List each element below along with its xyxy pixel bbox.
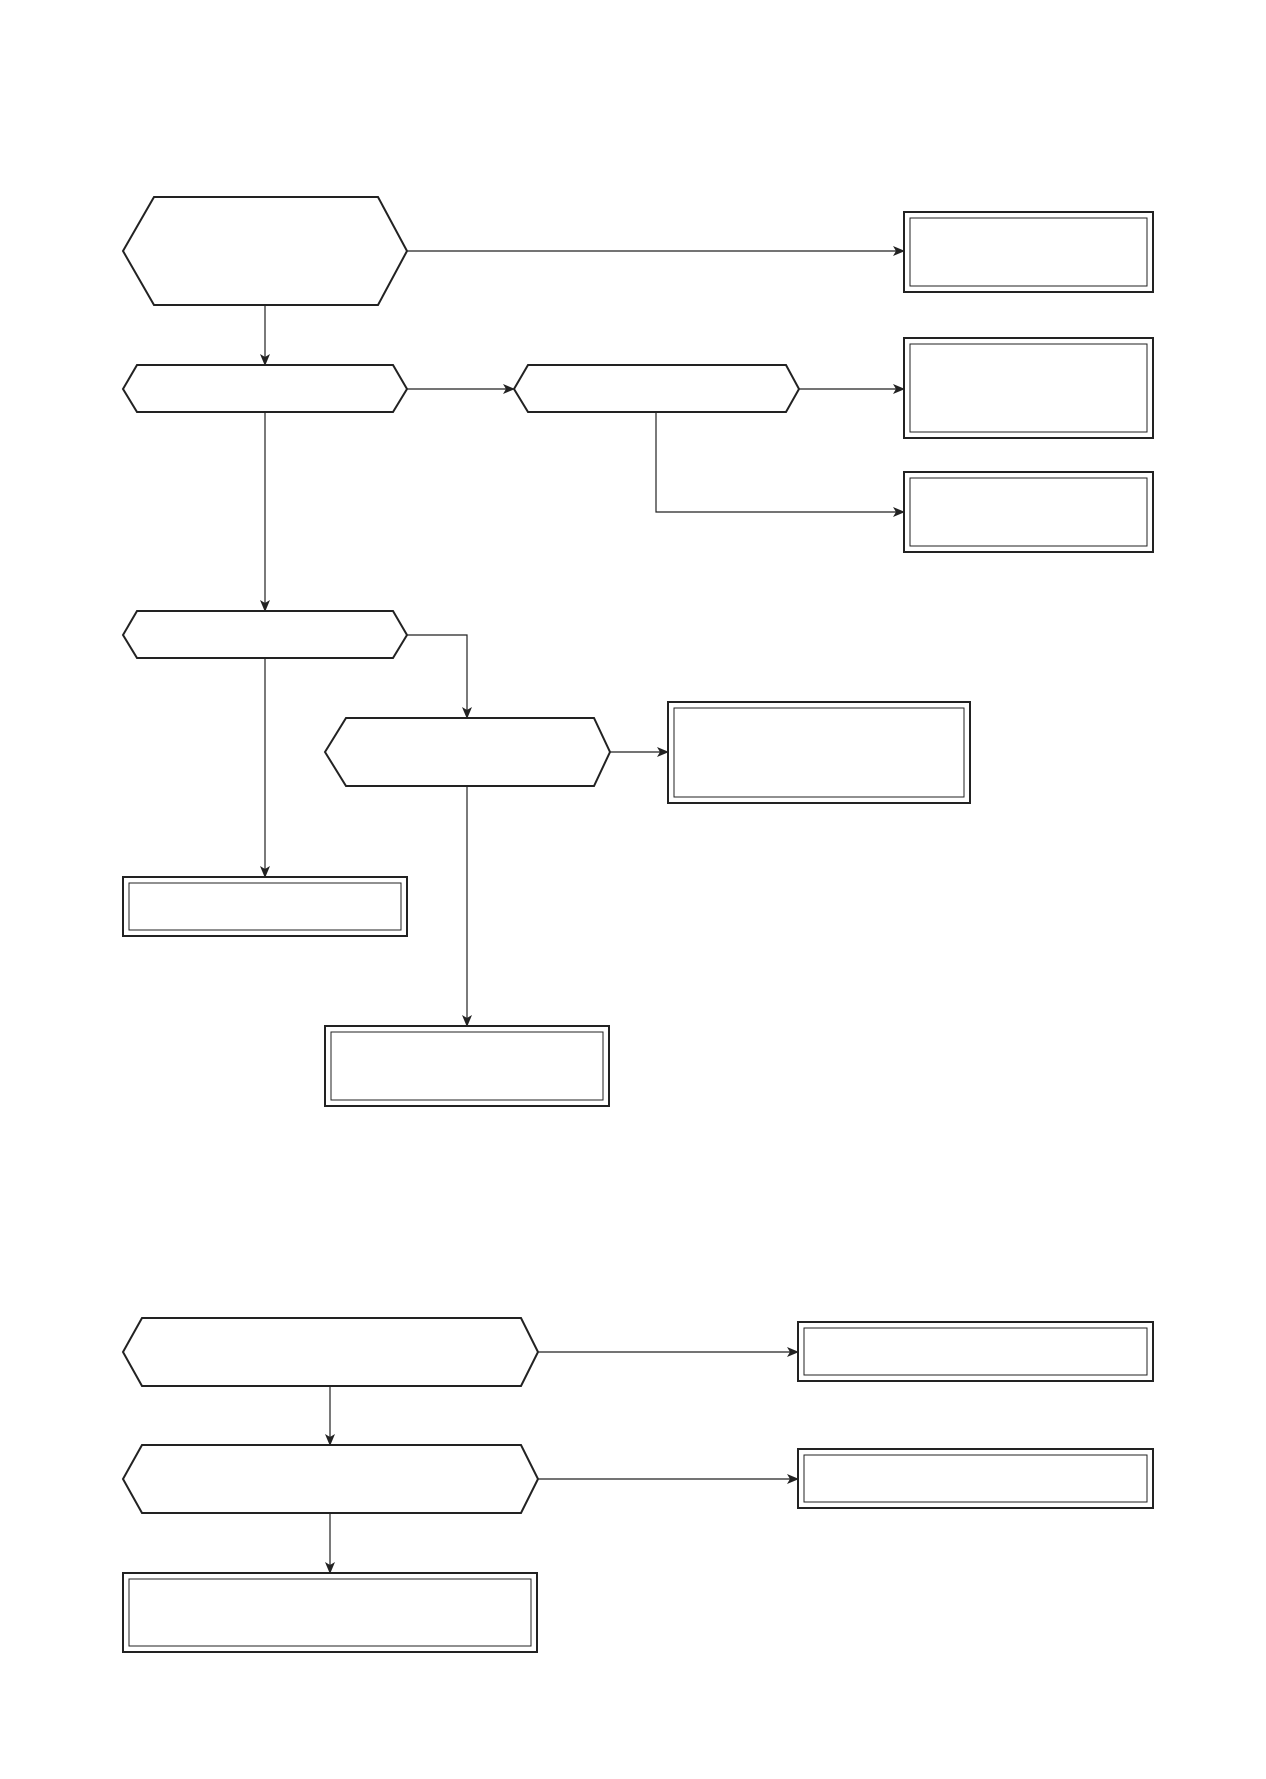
decision-node-1 (121, 196, 409, 306)
result-box-8 (797, 1448, 1154, 1509)
flowchart-2 (121, 1317, 1154, 1653)
result-box-7 (797, 1321, 1154, 1382)
decision-node-6 (121, 1317, 540, 1387)
result-box-5 (122, 876, 408, 937)
flowchart-1 (121, 196, 1154, 1107)
decision-node-5 (323, 717, 612, 787)
result-box-3 (903, 471, 1154, 553)
decision-node-2 (121, 364, 409, 413)
result-box-2 (903, 337, 1154, 439)
decision-node-7 (121, 1444, 540, 1514)
result-box-6 (324, 1025, 610, 1107)
connector-arrow (407, 634, 472, 719)
result-box-4 (667, 701, 971, 804)
decision-node-4 (121, 610, 409, 659)
connector-arrow (655, 412, 905, 517)
result-box-9 (122, 1572, 538, 1653)
result-box-1 (903, 211, 1154, 293)
decision-node-3 (512, 364, 801, 413)
